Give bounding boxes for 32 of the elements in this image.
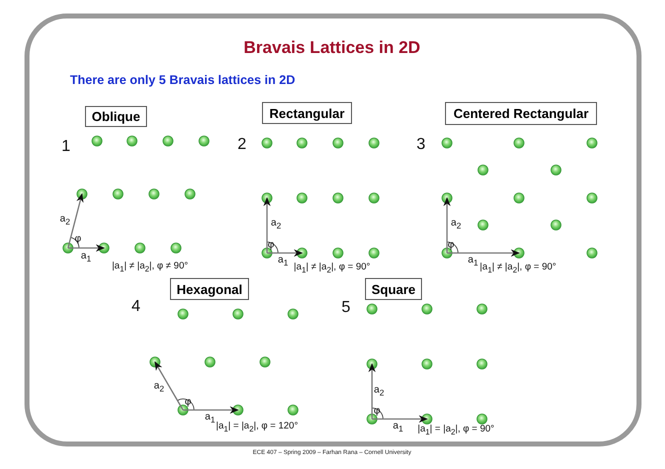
angle-label: φ — [448, 240, 454, 250]
panel-number: 3 — [416, 136, 426, 154]
lattice-condition: |a$_{1}$| ≠ |a$_{2}$|, φ = 90° — [294, 262, 370, 274]
vector-label: a$_{1}$ — [278, 254, 288, 268]
lattice-name-box: Oblique — [85, 106, 147, 127]
vector-label: a$_{2}$ — [450, 218, 462, 230]
vector-label: a$_{2}$ — [374, 384, 384, 398]
lattice-condition: |a$_{1}$| ≠ |a$_{2}$|, φ = 90° — [480, 262, 556, 274]
lattice-name-box: Centered Rectangular — [445, 102, 597, 125]
vector-label: a$_{1}$ — [468, 254, 478, 268]
lattice-condition: |a$_{1}$| = |a$_{2}$|, φ = 120° — [216, 420, 298, 434]
panel-number: 1 — [62, 138, 70, 156]
angle-label: φ — [268, 240, 274, 250]
vector-label: a$_{1}$ — [204, 412, 216, 424]
lattice-name-box: Square — [365, 278, 422, 300]
title: Bravais Lattices in 2D — [244, 38, 420, 58]
panel-number: 4 — [132, 298, 140, 316]
vector-label: a$_{1}$ — [80, 250, 92, 264]
angle-label: φ — [374, 406, 380, 416]
lattice-condition: |a$_{1}$| ≠ |a$_{2}$|, φ ≠ 90° — [112, 260, 188, 274]
lattice-name-box: Hexagonal — [170, 278, 249, 300]
panel-number: 5 — [342, 299, 350, 317]
angle-label: φ — [184, 396, 192, 408]
angle-label: φ — [74, 234, 82, 244]
lattice-condition: |a$_{1}$| = |a$_{2}$|, φ = 90° — [418, 424, 494, 436]
lattice-name-box: Rectangular — [262, 102, 352, 124]
vector-label: a$_{2}$ — [60, 214, 70, 226]
vector-label: a$_{1}$ — [392, 420, 404, 434]
panel-number: 2 — [238, 136, 246, 154]
vector-label: a$_{2}$ — [270, 218, 282, 230]
vector-label: a$_{2}$ — [154, 380, 164, 394]
subtitle: There are only 5 Bravais lattices in 2D — [70, 73, 296, 87]
